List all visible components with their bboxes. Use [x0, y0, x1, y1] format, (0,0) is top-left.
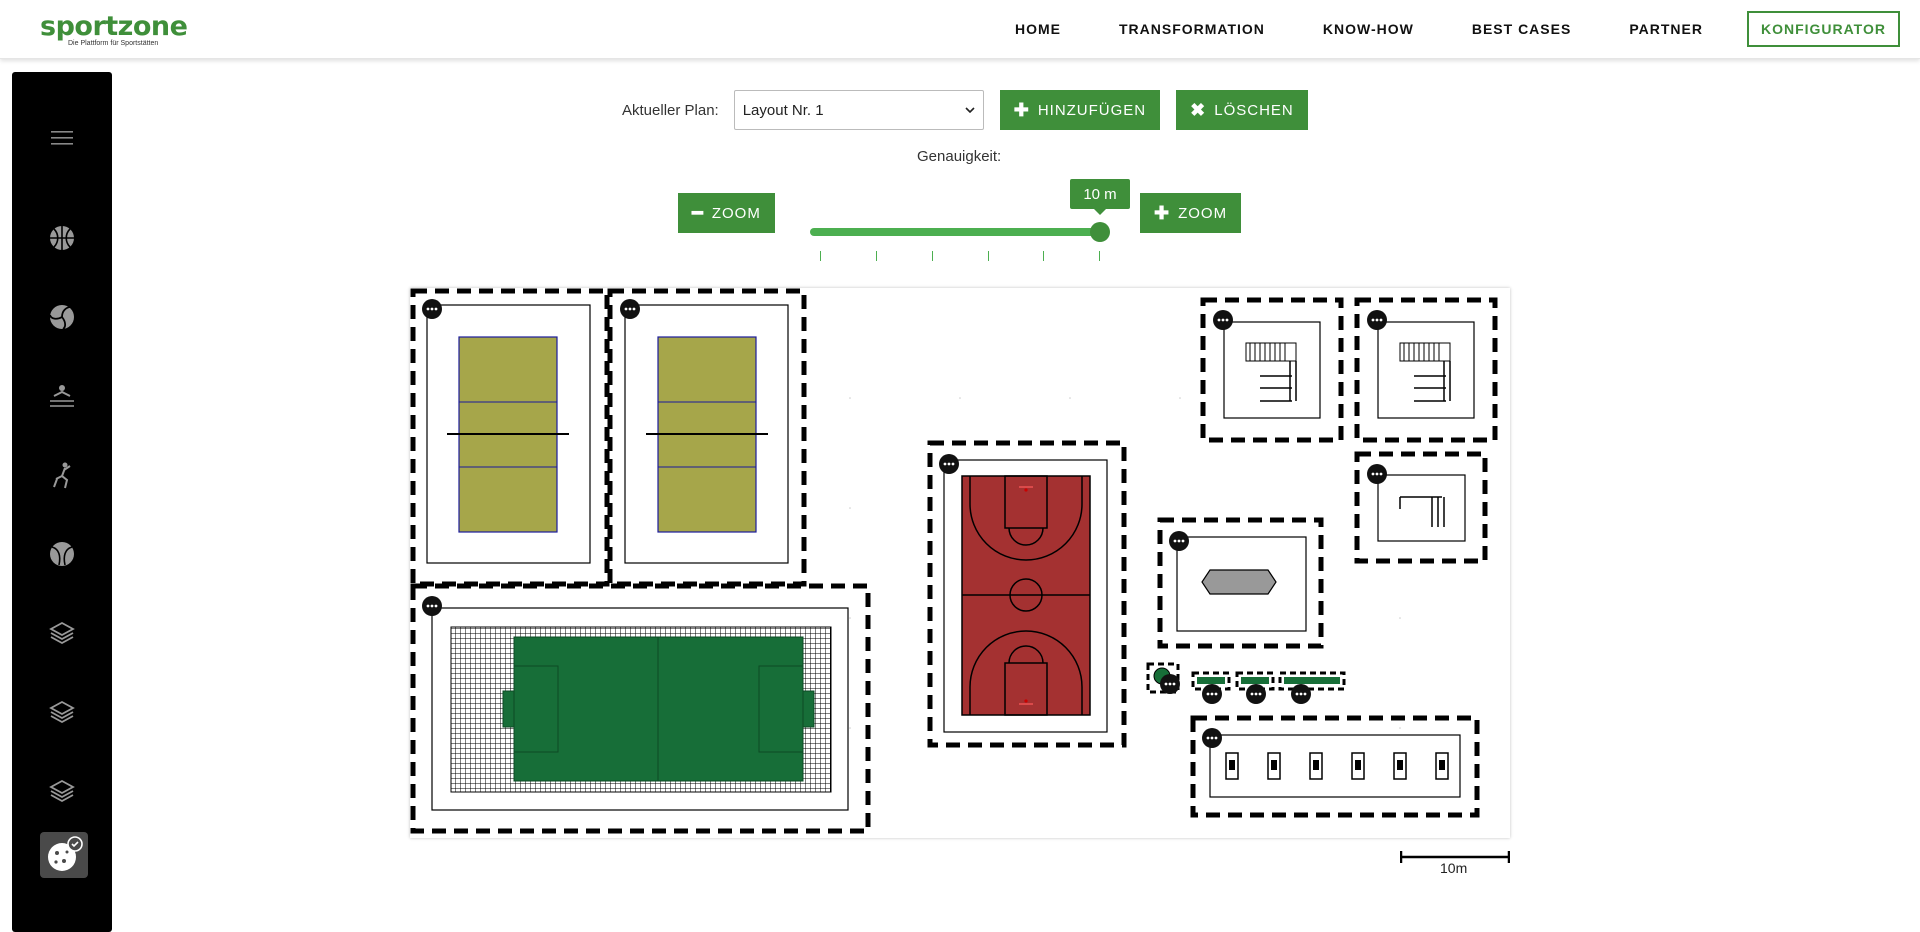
logo-text: sportzone [40, 11, 188, 42]
swimming-icon[interactable] [48, 382, 76, 410]
layers-icon[interactable] [48, 698, 76, 726]
add-layout-button[interactable]: ✚ HINZUFÜGEN [999, 90, 1161, 130]
sidebar [12, 72, 112, 932]
basketball-icon[interactable] [48, 224, 76, 252]
zoom-out-button[interactable]: ━ ZOOM [678, 193, 775, 233]
sportzone-logo[interactable]: sportzone Die Plattform für Sportstätten [40, 11, 188, 48]
small-elements [1146, 662, 1346, 704]
main-nav: HOME TRANSFORMATION KNOW-HOW BEST CASES … [957, 11, 1900, 47]
add-layout-label: HINZUFÜGEN [1037, 101, 1147, 119]
accuracy-slider-track[interactable] [810, 228, 1102, 236]
facility-plan [410, 288, 1498, 834]
cookie-settings-button[interactable] [40, 832, 88, 878]
volleyball-icon[interactable] [48, 303, 76, 331]
basketball-court [927, 440, 1127, 748]
top-navigation-bar: sportzone Die Plattform für Sportstätten… [0, 0, 1920, 59]
slider-tick [1099, 251, 1100, 261]
zoom-row: ━ ZOOM 10 m ✚ ZOOM [678, 179, 1242, 261]
slider-tick [820, 251, 821, 261]
zoom-in-label: ZOOM [1178, 204, 1228, 222]
layers-icon[interactable] [48, 777, 76, 805]
slider-tick [1043, 251, 1044, 261]
equipment-rack [1190, 715, 1480, 818]
plan-select[interactable]: Layout Nr. 1 [733, 90, 984, 130]
accuracy-slider-value: 10 m [1070, 179, 1130, 215]
delete-layout-button[interactable]: ✖ LÖSCHEN [1176, 90, 1308, 130]
nav-home[interactable]: HOME [1014, 21, 1061, 37]
fitness-station-1 [1200, 297, 1344, 443]
slider-tick [988, 251, 989, 261]
planning-canvas[interactable] [410, 288, 1510, 838]
nav-transformation[interactable]: TRANSFORMATION [1118, 21, 1265, 37]
plan-row: Aktueller Plan: Layout Nr. 1 ✚ HINZUFÜGE… [622, 90, 1308, 130]
plus-icon: ✚ [1154, 202, 1171, 223]
slider-tick [932, 251, 933, 261]
zoom-in-button[interactable]: ✚ ZOOM [1140, 193, 1242, 233]
cookie-icon [48, 836, 83, 871]
nav-know-how[interactable]: KNOW-HOW [1322, 21, 1414, 37]
accuracy-slider-handle[interactable] [1090, 222, 1110, 242]
scale-label: 10m [1440, 860, 1468, 876]
delete-layout-label: LÖSCHEN [1214, 101, 1294, 119]
climbing-icon[interactable] [48, 461, 76, 489]
tennis-ball-icon[interactable] [48, 540, 76, 568]
scale-bar: 10m [1399, 850, 1511, 880]
logo-tagline: Die Plattform für Sportstätten [68, 40, 159, 47]
layers-icon[interactable] [48, 619, 76, 647]
nav-partner[interactable]: PARTNER [1629, 21, 1703, 37]
plan-label: Aktueller Plan: [622, 101, 719, 119]
menu-icon[interactable] [48, 124, 76, 152]
plus-icon: ✚ [1013, 99, 1030, 120]
fitness-station-3 [1354, 451, 1488, 564]
track-element [1157, 517, 1324, 649]
volleyball-court-1 [410, 288, 610, 587]
chevron-down-icon [965, 107, 975, 113]
fitness-station-2 [1354, 297, 1498, 443]
plan-select-value: Layout Nr. 1 [742, 101, 824, 119]
zoom-out-label: ZOOM [711, 204, 761, 222]
volleyball-court-2 [607, 288, 807, 587]
minus-icon: ━ [692, 202, 704, 223]
close-icon: ✖ [1190, 99, 1207, 120]
nav-best-cases[interactable]: BEST CASES [1471, 21, 1572, 37]
nav-konfigurator-button[interactable]: KONFIGURATOR [1746, 11, 1900, 47]
accuracy-label: Genauigkeit: [917, 148, 1002, 165]
scale-bar-graphic [1399, 851, 1511, 863]
slider-tick [876, 251, 877, 261]
football-pitch [410, 583, 871, 834]
